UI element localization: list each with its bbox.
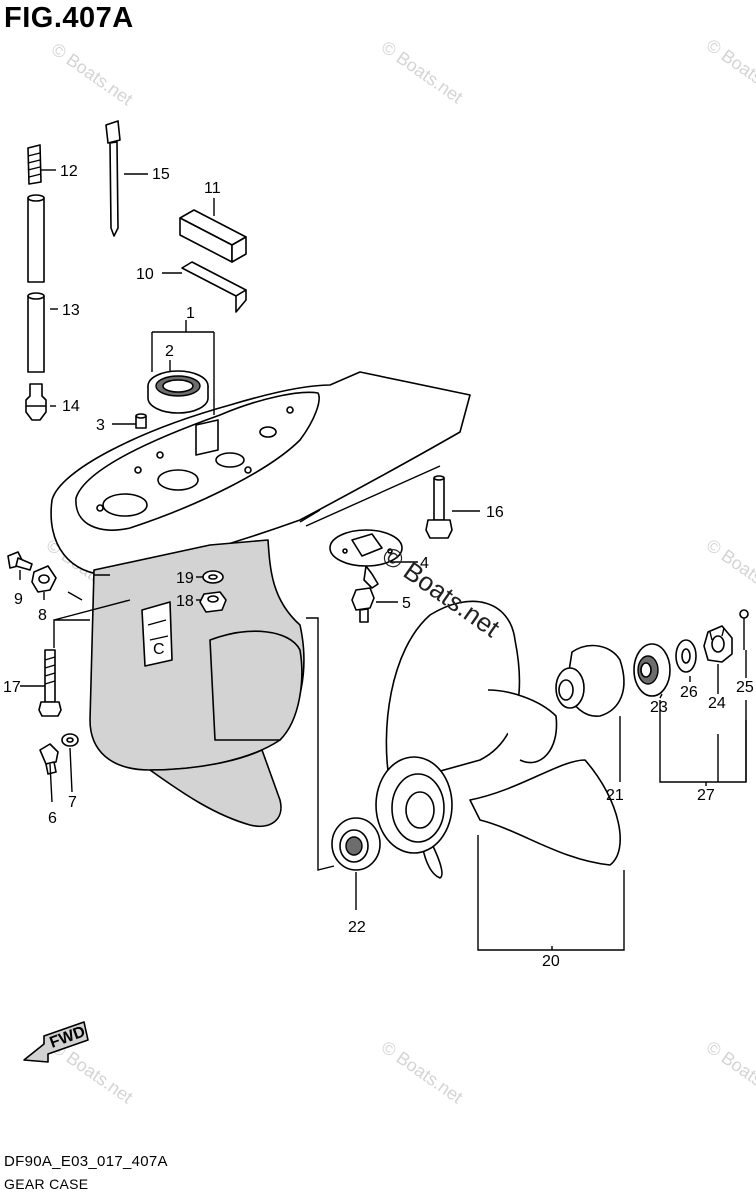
part-20-propeller [375,600,621,879]
part-13-water-tube [27,194,45,373]
part-11-pad [179,209,247,263]
label-part-3: 3 [96,417,105,434]
part-17-bolt [38,649,62,717]
intake-mark: C [153,641,165,658]
label-part-21: 21 [606,787,624,804]
label-part-5: 5 [402,595,411,612]
part-6-drain-plug [39,743,59,775]
label-part-23: 23 [650,699,668,716]
label-part-16: 16 [486,504,504,521]
part-18-nut [199,591,227,613]
label-part-9: 9 [14,591,23,608]
watermark-text: © Boats.net [48,39,137,109]
part-23-spacer [633,643,671,697]
watermark-text: © Boats.net [378,1037,467,1107]
diagram-code: DF90A_E03_017_407A [4,1153,168,1170]
part-12-pin [27,144,42,185]
label-part-18: 18 [176,593,194,610]
diagram-caption: GEAR CASE [4,1176,89,1192]
label-part-20: 20 [542,953,560,970]
part-22-stopper [331,817,381,871]
label-part-10: 10 [136,266,154,283]
label-part-15: 15 [152,166,170,183]
label-part-19: 19 [176,570,194,587]
label-part-4: 4 [420,555,429,572]
part-21-bush [555,644,625,717]
watermark-text: © Boats.net [378,37,467,107]
label-part-17: 17 [3,679,21,696]
label-part-26: 26 [680,684,698,701]
part-15-cable-tie [105,120,121,237]
label-part-1: 1 [186,305,195,322]
watermark-text: © Boats.net [703,35,756,105]
part-5-bolt [351,587,375,623]
part-16-bolt [425,475,453,539]
gear-case-body: C [50,371,471,827]
part-8-spacer [31,565,57,593]
label-part-27: 27 [697,787,715,804]
label-part-12: 12 [60,163,78,180]
label-part-2: 2 [165,343,174,360]
part-7-gasket [61,733,79,747]
part-14-grommet [25,383,47,421]
part-2-bearing [147,370,209,414]
part-labels: 1 2 3 4 5 6 7 8 9 10 11 12 13 14 15 16 1… [3,163,754,970]
label-part-8: 8 [38,607,47,624]
label-part-25: 25 [736,679,754,696]
part-19-washer [202,570,224,584]
label-part-24: 24 [708,695,726,712]
part-24-nut [703,625,733,663]
label-part-11: 11 [204,180,221,197]
watermark-text: © Boats.net [703,535,756,605]
label-part-22: 22 [348,919,366,936]
label-part-14: 14 [62,398,80,415]
leader-lines [19,169,747,951]
part-4-anode [329,529,403,589]
figure-title: FIG.407A [4,2,134,34]
part-10-plate [181,261,247,313]
label-part-13: 13 [62,302,80,319]
watermark-text: © Boats.net [703,1037,756,1107]
part-9-bolt [7,551,33,571]
part-25-cotter-pin [739,609,749,650]
label-part-7: 7 [68,794,77,811]
part-3-dowel-pin [135,413,147,429]
part-26-washer [675,639,697,673]
label-part-6: 6 [48,810,57,827]
